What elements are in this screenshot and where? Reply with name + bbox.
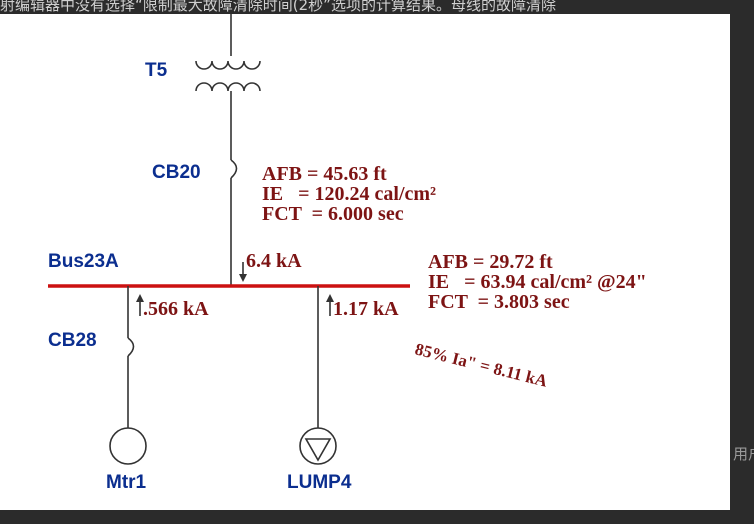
cb20-label: CB20: [152, 162, 201, 183]
cb28-label: CB28: [48, 330, 97, 351]
one-line-diagram-canvas: T5 CB20 AFB = 45.63 ft IE = 120.24 cal/c…: [0, 14, 730, 510]
background-caption-top: 射编辑器中没有选择“限制最大故障清除时间(2秒”选项的计算结果。母线的故障清除: [0, 0, 556, 14]
cb20-ie: IE = 120.24 cal/cm²: [262, 183, 436, 205]
one-line-diagram: T5 CB20 AFB = 45.63 ft IE = 120.24 cal/c…: [48, 14, 647, 493]
lumped-load-triangle: [304, 438, 332, 462]
transformer-secondary-coil: [195, 82, 261, 92]
background-caption-right: 用户: [733, 445, 754, 463]
lumped-load-label: LUMP4: [287, 472, 352, 493]
bus-fct: FCT = 3.803 sec: [428, 291, 570, 313]
left-branch-current-arrowhead: [136, 294, 144, 302]
motor-symbol: [109, 427, 147, 465]
bus-label: Bus23A: [48, 251, 119, 272]
incoming-current-value: 6.4 kA: [246, 250, 302, 272]
motor-label: Mtr1: [106, 472, 147, 493]
bus-afb: AFB = 29.72 ft: [428, 251, 553, 273]
left-branch-current-value: .566 kA: [143, 298, 209, 320]
cb20-breaker-symbol: [230, 159, 238, 179]
bus-arc-current-note: 85% Ia" = 8.11 kA: [413, 339, 550, 390]
transformer-primary-coil: [195, 60, 261, 70]
right-branch-current-value: 1.17 kA: [333, 298, 399, 320]
transformer-label: T5: [145, 60, 168, 81]
cb20-fct: FCT = 6.000 sec: [262, 203, 404, 225]
incoming-current-arrowhead: [239, 274, 247, 282]
lumped-load-symbol: [299, 427, 337, 465]
right-branch-current-arrowhead: [326, 294, 334, 302]
cb28-breaker-symbol: [127, 337, 135, 357]
bus-ie: IE = 63.94 cal/cm² @24": [428, 271, 647, 293]
cb20-afb: AFB = 45.63 ft: [262, 163, 387, 185]
